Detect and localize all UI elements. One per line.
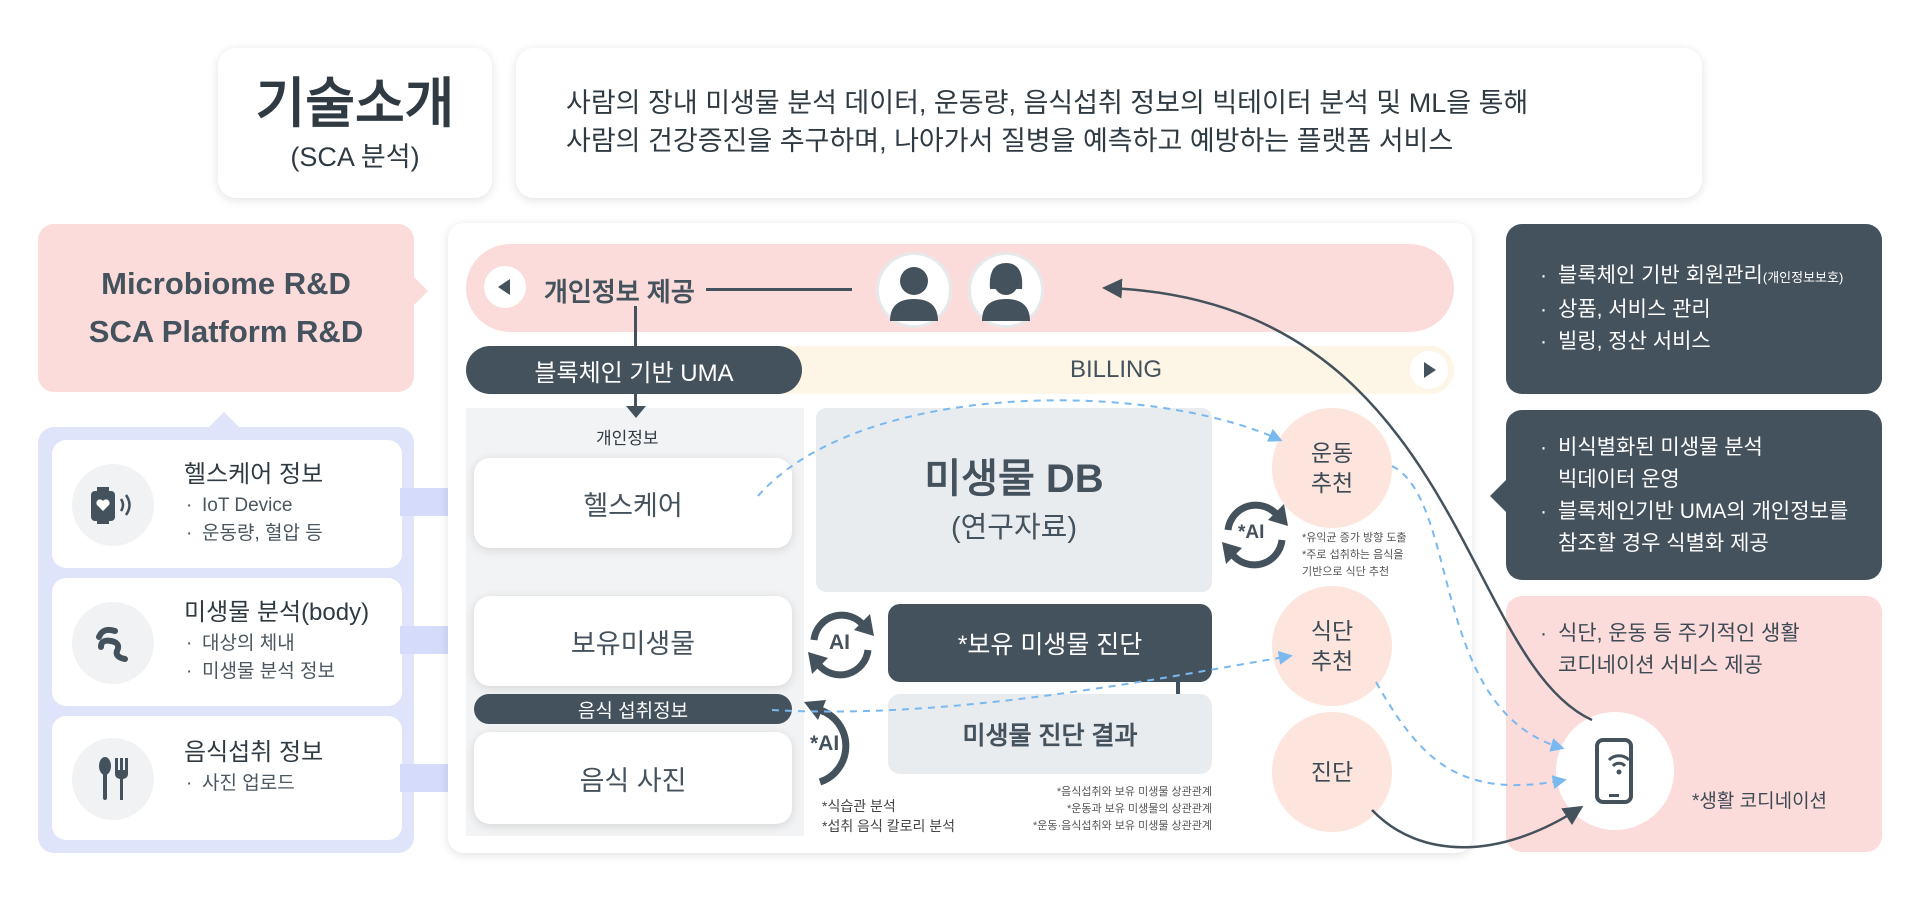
exercise-recommend-line: 운동 [1310,440,1354,466]
ai-label: *AI [1238,522,1265,543]
result-note: *운동·음식섭취와 보유 미생물 상관관계 [1032,820,1212,832]
microbe-db-box: 미생물 DB (연구자료) [816,408,1212,592]
wearable-device-icon [72,464,154,546]
ai-label: AI [829,631,850,654]
membership-item: 빌링, 정산 서비스 [1536,326,1882,358]
microbe-analysis-item: 대상의 체내 [184,630,369,658]
title-card: 기술소개 (SCA 분석) [218,48,492,198]
rnd-line-1: Microbiome R&D [101,266,351,301]
ai-note: *주로 섭취하는 음식을 [1302,549,1404,561]
diet-recommend-line: 식단 [1310,618,1354,644]
healthcare-info-title: 헬스케어 정보 [184,461,324,488]
healthcare-info-item: 운동량, 혈압 등 [184,520,323,548]
result-note: *운동과 보유 미생물의 상관관계 [1066,803,1212,815]
healthcare-info-card: 헬스케어 정보 IoT Device 운동량, 혈압 등 [52,440,402,568]
provide-down-line [634,306,637,348]
food-to-diet-line [771,650,1293,713]
exercise-recommend-line: 추천 [1310,470,1354,496]
user-avatar-icon [876,252,952,328]
life-coordination-label: *생활 코디네이션 [1692,791,1828,812]
membership-item: 블록체인 기반 회원관리(개인정보보호) [1536,260,1882,294]
microbe-icon [72,602,154,684]
ai-notes: *유익균 증가 방향 도출 *주로 섭취하는 음식을 기반으로 식단 추천 [1302,530,1407,581]
ai-note: 기반으로 식단 추천 [1302,566,1390,578]
description-card: 사람의 장내 미생물 분석 데이터, 운동량, 음식섭취 정보의 빅테이터 분석… [516,48,1702,198]
membership-info-box: 블록체인 기반 회원관리(개인정보보호) 상품, 서비스 관리 빌링, 정산 서… [1506,224,1882,394]
microbe-analysis-card: 미생물 분석(body) 대상의 체내 미생물 분석 정보 [52,578,402,706]
ai-label: *AI [810,732,840,755]
diagnosis-circle: 진단 [1272,712,1392,832]
healthcare-to-exercise-line [757,399,1283,497]
billing-label: BILLING [1070,356,1163,383]
food-intake-item: 사진 업로드 [184,770,323,798]
page-subtitle: (SCA 분석) [290,141,420,172]
food-note: *식습관 분석 [822,798,896,814]
diagnosis-to-phone-line [1371,805,1584,849]
personal-info-bar [466,244,1454,332]
exercise-to-phone-line [1391,465,1565,752]
microbe-db-title: 미생물 DB [924,457,1104,501]
personal-info-provide-label: 개인정보 제공 [544,277,695,307]
exercise-recommend-circle: 운동 추천 [1272,408,1392,528]
result-notes: *음식섭취와 보유 미생물 상관관계 *운동과 보유 미생물의 상관관계 *운동… [1000,784,1212,835]
rnd-pointer [414,277,428,305]
description-line-2: 사람의 건강증진을 추구하며, 나아가서 질병을 예측하고 예방하는 플랫폼 서… [566,126,1454,156]
right-triangle-icon [1410,351,1448,389]
membership-item: 상품, 서비스 관리 [1536,294,1882,326]
ai-note: *유익균 증가 방향 도출 [1302,532,1407,544]
phone-to-users-line [1102,278,1593,722]
left-triangle-icon [484,266,526,308]
healthcare-info-item: IoT Device [184,492,323,520]
personal-info-down-line [634,394,637,408]
page-title: 기술소개 [255,73,455,134]
membership-item-note: (개인정보보호) [1762,270,1844,285]
description-line-1: 사람의 장내 미생물 분석 데이터, 운동량, 음식섭취 정보의 빅테이터 분석… [566,88,1529,118]
food-note: *섭취 음식 칼로리 분석 [822,818,956,834]
diet-recommend-circle: 식단 추천 [1272,586,1392,706]
healthcare-box: 헬스케어 [474,458,792,548]
ai-cycle-icon [1222,501,1288,569]
rnd-box: Microbiome R&D SCA Platform R&D [38,224,414,392]
result-note: *음식섭취와 보유 미생물 상관관계 [1056,786,1212,798]
bigdata-box-pointer [1490,480,1506,512]
diet-to-phone-line [1375,681,1567,789]
food-intake-card: 음식섭취 정보 사진 업로드 [52,716,402,840]
info-frame-pointer [208,412,240,428]
rnd-line-2: SCA Platform R&D [88,314,364,349]
uma-label: 블록체인 기반 UMA [466,346,802,394]
food-photo-box: 음식 사진 [474,732,792,824]
microbe-diagnosis-box: *보유 미생물 진단 [888,604,1212,682]
provide-line [706,288,852,291]
microbe-analysis-title: 미생물 분석(body) [184,599,370,626]
owned-microbe-box: 보유미생물 [474,596,792,686]
diet-recommend-line: 추천 [1310,648,1354,674]
fork-spoon-icon [72,738,154,820]
ai-arc-icon [804,700,850,786]
food-intake-bar: 음식 섭취정보 [474,694,792,724]
microbe-db-subtitle: (연구자료) [950,512,1078,544]
personal-info-label: 개인정보 [596,429,659,448]
personal-info-down-arrow [626,406,646,418]
microbe-analysis-item: 미생물 분석 정보 [184,658,369,686]
user-avatar-icon [968,252,1044,328]
food-notes: *식습관 분석 *섭취 음식 칼로리 분석 [822,796,955,836]
ai-cycle-icon [808,611,874,679]
food-intake-title: 음식섭취 정보 [184,739,324,766]
